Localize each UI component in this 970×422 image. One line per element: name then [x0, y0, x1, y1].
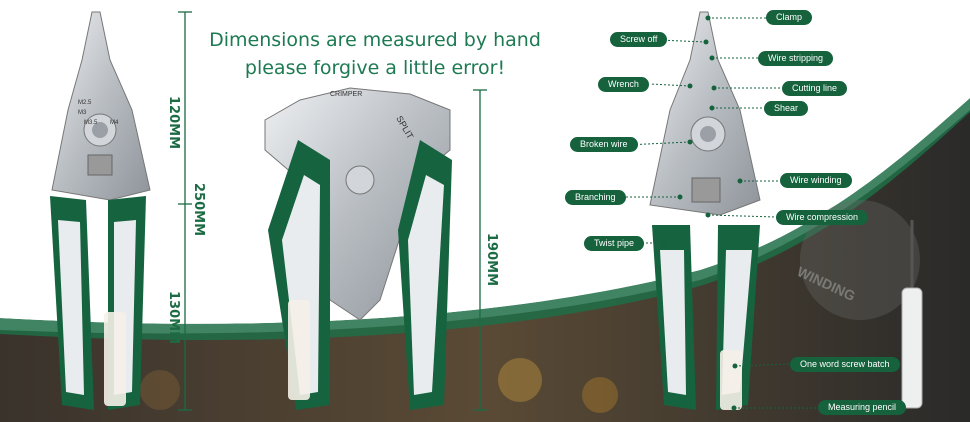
dimension-open-label: 190MM [484, 232, 500, 287]
label-broken-wire: Broken wire [570, 137, 638, 152]
label-screw-off: Screw off [610, 32, 668, 47]
dimension-lines [178, 11, 487, 411]
headline-line-2: please forgive a little error! [244, 57, 506, 79]
label-clamp: Clamp [766, 10, 813, 25]
label-cutting-line: Cutting line [782, 81, 848, 96]
label-wrench: Wrench [598, 77, 649, 92]
label-branching: Branching [565, 190, 626, 205]
label-wire-stripping: Wire stripping [758, 51, 834, 66]
dimension-top-label: 120MM [166, 95, 182, 150]
callout-dots [661, 15, 743, 411]
label-measuring-pencil: Measuring pencil [818, 400, 907, 415]
label-wire-compression: Wire compression [776, 210, 869, 225]
tool-annotated-right [649, 11, 923, 410]
tool-open-middle [264, 87, 452, 410]
marking-size-2: M3 [78, 110, 87, 116]
dimension-total-label: 250MM [191, 182, 207, 237]
marking-size-4: M4 [110, 120, 119, 126]
dimension-bottom-label: 130MM [166, 290, 182, 345]
marking-crimper: CRIMPER [330, 91, 362, 98]
label-shear: Shear [764, 101, 809, 116]
label-screw-batch: One word screw batch [790, 357, 900, 372]
marking-size-1: M2.5 [78, 100, 92, 106]
label-twist-pipe: Twist pipe [584, 236, 645, 251]
background-bokeh [140, 200, 920, 413]
tool-closed-front [50, 11, 151, 410]
headline: Dimensions are measured by hand please f… [205, 26, 545, 82]
marking-size-3: M3.5 [84, 120, 98, 126]
headline-line-1: Dimensions are measured by hand [209, 29, 541, 51]
label-wire-winding: Wire winding [780, 173, 852, 188]
